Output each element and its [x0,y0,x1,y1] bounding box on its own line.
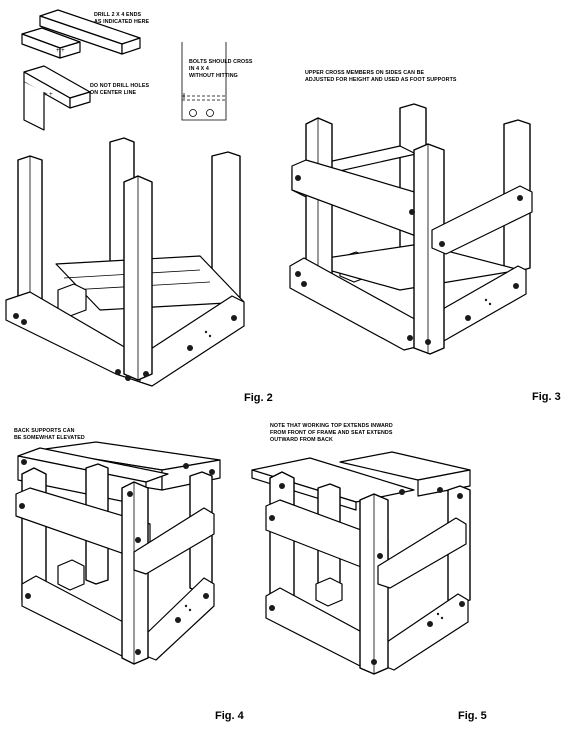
upper-cross-members-note: UPPER CROSS MEMBERS ON SIDES CAN BE ADJU… [305,70,457,83]
fig2-label: Fig. 2 [244,392,273,404]
svg-text:+ +: + + [44,92,53,98]
fig4-frame-drawing [15,441,221,665]
bolts-cross-note: BOLTS SHOULD CROSS IN 4 X 4 WITHOUT HITT… [189,59,254,79]
fig5-frame-drawing [251,451,471,675]
svg-text:+ +: + + [56,48,65,54]
drill-ends-note: DRILL 2 X 4 ENDS AS INDICATED HERE [94,12,150,25]
fig3-label: Fig. 3 [532,391,561,403]
fig3-frame-drawing [289,103,533,355]
working-top-note: NOTE THAT WORKING TOP EXTENDS INWARD FRO… [270,423,394,443]
fig5-label: Fig. 5 [458,710,487,722]
no-drill-center-note: DO NOT DRILL HOLES ON CENTER LINE [90,83,151,96]
bolt-crossing-detail [181,42,227,121]
fig4-label: Fig. 4 [215,710,245,722]
two-by-four-drilling-detail: + + + + [21,9,141,131]
fig2-frame-drawing [5,137,245,387]
back-supports-note: BACK SUPPORTS CAN BE SOMEWHAT ELEVATED [14,428,85,441]
